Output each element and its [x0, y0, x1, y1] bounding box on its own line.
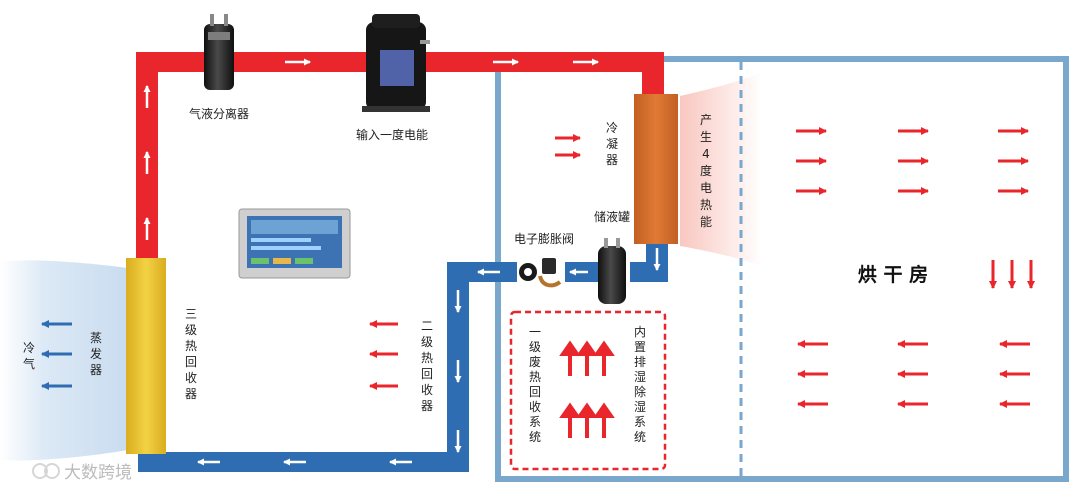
condenser-label-char: 器 [606, 153, 618, 167]
tertiary-recovery-label-char: 级 [185, 323, 197, 337]
primary-waste-recovery-label-char: 统 [529, 430, 541, 444]
watermark-text: 大数跨境 [64, 463, 132, 483]
receiver-tank-icon [598, 238, 626, 304]
evaporator-label-char: 发 [90, 346, 102, 361]
evaporator-label-char: 器 [90, 363, 102, 377]
evaporator-label: 蒸发器 [90, 331, 102, 377]
primary-waste-recovery-label-char: 热 [529, 370, 541, 384]
primary-waste-recovery-label-char: 废 [529, 354, 541, 369]
heat-output-zone [680, 72, 762, 266]
compressor-icon [362, 14, 430, 112]
valve-icon [519, 258, 562, 288]
primary-waste-recovery-label-char: 收 [529, 400, 541, 414]
secondary-recovery-label-char: 回 [421, 367, 433, 381]
condenser-label: 冷凝器 [606, 121, 618, 167]
dehumidify-system-label-char: 排 [634, 355, 646, 369]
touchscreen-panel-icon [238, 208, 351, 279]
tertiary-recovery-label-char: 回 [185, 355, 197, 369]
heat-output-label-char: 热 [700, 198, 712, 212]
flow-arrows [143, 58, 661, 466]
cold-air-label-char: 冷 [23, 341, 35, 355]
dehumidify-box [509, 310, 667, 471]
expansion-valve-label: 电子膨胀阀 [514, 232, 574, 246]
dehumidify-system-label-char: 系 [634, 415, 646, 429]
heat-output-label-char: 能 [700, 215, 712, 229]
drying-room-label: 烘 干 房 [858, 263, 928, 286]
dehumidify-system-label-char: 内 [634, 325, 646, 339]
watermark-logo [32, 463, 60, 479]
cold-air-arrows [41, 320, 72, 390]
tertiary-recovery-label-char: 热 [185, 339, 197, 353]
dehumidify-system-label-char: 除 [634, 384, 646, 399]
primary-waste-recovery-label-char: 级 [529, 340, 541, 354]
dehumidify-system-label-char: 置 [634, 340, 646, 354]
tertiary-recovery-label-char: 收 [185, 371, 197, 385]
primary-waste-recovery-label-char: 回 [529, 385, 541, 399]
secondary-recovery-label-char: 热 [421, 351, 433, 365]
condenser-coil [634, 94, 678, 244]
tertiary-recovery-label-char: 三 [185, 307, 197, 321]
receiver-label: 储液罐 [594, 209, 630, 224]
condenser-arrows [555, 134, 581, 159]
primary-waste-recovery-label-char: 系 [529, 415, 541, 429]
dehumidify-system-label-char: 统 [634, 430, 646, 444]
dehumidify-system-label-char: 湿 [634, 399, 646, 414]
heat-output-label-char: 生 [700, 130, 712, 144]
separator-tank-icon [204, 14, 234, 90]
condenser-label-char: 冷 [606, 121, 618, 135]
tertiary-recovery-label-char: 器 [185, 387, 197, 401]
heat-output-label-char: 度 [700, 163, 712, 178]
dehumidify-arrows [559, 340, 615, 438]
secondary-recovery-label-char: 级 [421, 335, 433, 349]
secondary-recovery-arrows [369, 320, 398, 390]
heat-output-label-char: 电 [700, 181, 712, 195]
compressor-label: 输入一度电能 [356, 127, 428, 142]
tertiary-recovery-coil [126, 258, 166, 454]
cold-air-label-char: 气 [23, 356, 35, 371]
primary-waste-recovery-label-char: 一 [529, 325, 541, 339]
secondary-recovery-label-char: 器 [421, 399, 433, 413]
secondary-recovery-label-char: 收 [421, 383, 433, 397]
cold-air-label: 冷气 [23, 341, 35, 371]
secondary-recovery-label-char: 二 [421, 319, 433, 333]
room-hot-air-arrows [796, 127, 1035, 408]
condenser-label-char: 凝 [606, 136, 618, 151]
dehumidify-system-label-char: 湿 [634, 369, 646, 384]
heat-output-label-char: 4 [702, 147, 710, 161]
cold-air-zone [0, 260, 128, 461]
heat-output-label-char: 产 [700, 113, 712, 127]
evaporator-label-char: 蒸 [90, 331, 102, 345]
separator-label: 气液分离器 [189, 106, 249, 121]
